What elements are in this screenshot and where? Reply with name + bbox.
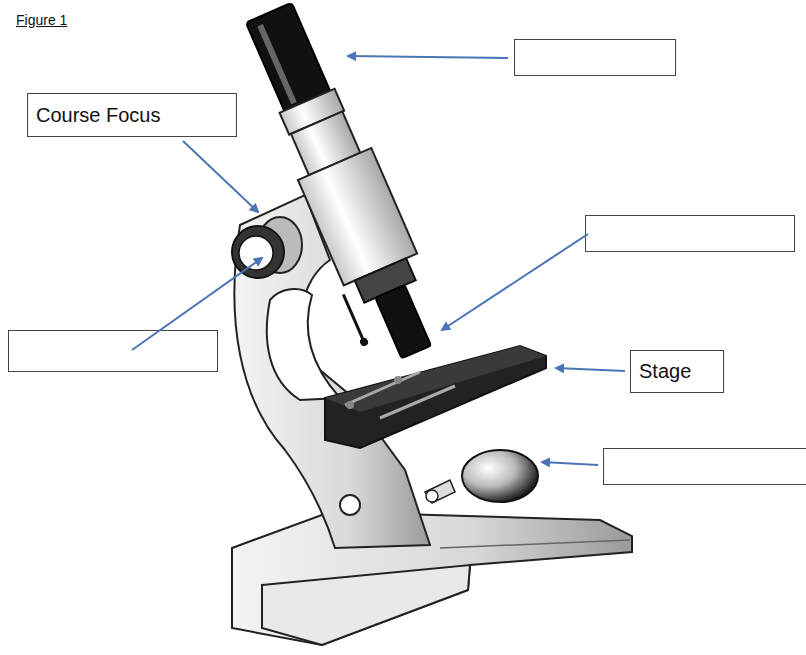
figure-label: Figure 1 [16, 12, 67, 28]
label-box: Stage [630, 350, 724, 393]
blank-label-box [9, 331, 218, 372]
stage [325, 346, 546, 448]
part-name: Stage [639, 360, 691, 383]
mirror-bracket [425, 480, 455, 503]
stage-clips [345, 372, 455, 418]
base-front [262, 565, 470, 645]
blank-label-box [586, 216, 795, 252]
body-tube [225, 0, 453, 371]
part-name: Course Focus [36, 104, 161, 127]
pivot [340, 495, 360, 515]
mirror [462, 450, 538, 502]
blank-label-box [515, 40, 676, 76]
coarse-focus-knob [232, 226, 284, 278]
blank-label-box [604, 449, 806, 485]
base [232, 512, 632, 645]
label-box: Course Focus [27, 93, 237, 137]
arm-opening [267, 289, 340, 400]
